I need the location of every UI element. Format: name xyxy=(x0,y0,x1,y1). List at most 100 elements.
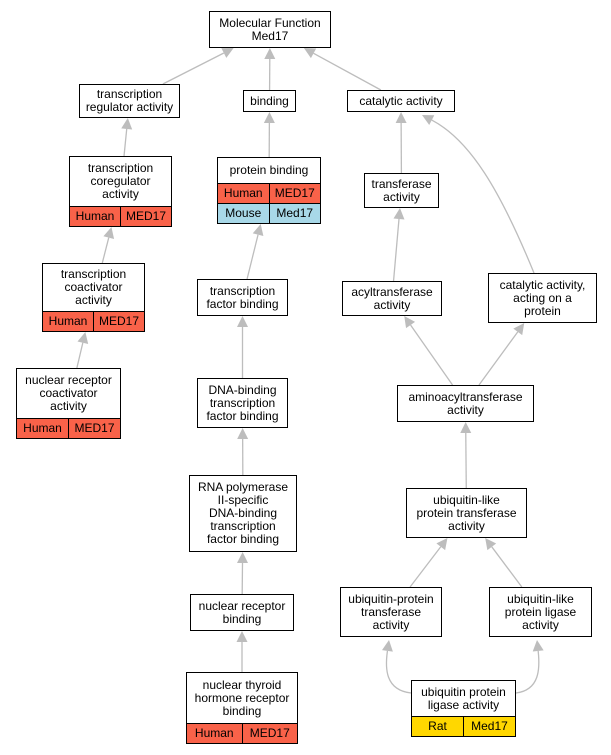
go-term-label-line: factor binding xyxy=(206,532,280,546)
go-term-label-line: protein transferase xyxy=(416,505,517,520)
go-term-label-line: acyltransferase xyxy=(351,284,433,299)
go-term-label-line: protein xyxy=(524,303,561,318)
go-term-label-line: coactivator xyxy=(64,280,123,294)
edge-ubiquitin-like-protein-ligase-activity-to-ubiquitin-like-protein-transferase-activity-arrowhead xyxy=(485,538,497,551)
edge-transferase-activity-to-catalytic-activity-arrowhead xyxy=(395,112,407,124)
go-term-label-line: transferase xyxy=(371,176,432,191)
go-term-label-line: DNA-binding xyxy=(208,382,277,397)
go-term-label-line: transcription xyxy=(210,519,276,533)
go-term-label-line: acting on a xyxy=(513,290,572,305)
species-label: Mouse xyxy=(225,206,262,220)
go-term-label-line: protein ligase xyxy=(504,604,577,619)
edge-aminoacyltransferase-activity-to-acyltransferase-activity xyxy=(410,324,454,386)
go-term-label-line: transcription xyxy=(209,395,276,410)
go-term-label-line: transcription xyxy=(209,283,276,298)
edge-aminoacyltransferase-activity-to-catalytic-activity-acting-on-a-protein-arrowhead xyxy=(513,323,525,336)
go-term-label-line: hormone receptor xyxy=(194,690,290,705)
edge-transcription-coregulator-activity-to-transcription-regulator-activity xyxy=(123,128,128,157)
go-term-label: catalytic activity xyxy=(348,91,454,111)
go-term-label-line: binding xyxy=(222,611,262,626)
go-term-label-line: activity xyxy=(102,187,139,201)
go-term-label-line: catalytic activity, xyxy=(499,277,586,292)
edge-aminoacyltransferase-activity-to-acyltransferase-activity-arrowhead xyxy=(404,316,416,329)
annotation-row-human: Human MED17 xyxy=(43,311,144,331)
edge-nuclear-receptor-coactivator-activity-to-transcription-coactivator-activity xyxy=(76,342,84,369)
go-term-label-line: DNA-binding xyxy=(208,506,278,520)
annotation-row-human: Human MED17 xyxy=(17,418,120,438)
edge-transcription-coactivator-activity-to-transcription-coregulator-activity-arrowhead xyxy=(103,227,115,240)
go-term-label-line: activity xyxy=(372,617,410,632)
go-term-catalytic-activity[interactable]: catalytic activity xyxy=(347,90,455,112)
go-term-label: binding xyxy=(244,91,295,111)
gene-symbol: MED17 xyxy=(68,419,120,438)
edge-catalytic-activity-acting-on-a-protein-to-catalytic-activity-arrowhead xyxy=(422,115,435,125)
go-term-label-line: binding xyxy=(222,703,262,718)
edge-acyltransferase-activity-to-transferase-activity-arrowhead xyxy=(393,208,405,220)
edge-ubiquitin-protein-ligase-activity-to-ubiquitin-like-protein-ligase-activity-arrowhead xyxy=(532,640,544,652)
edge-transcription-factor-binding-to-protein-binding xyxy=(246,234,259,280)
edge-nuclear-thyroid-hormone-receptor-binding-to-nuclear-receptor-binding-arrowhead xyxy=(236,631,248,642)
edge-acyltransferase-activity-to-transferase-activity xyxy=(392,218,400,282)
go-term-binding[interactable]: binding xyxy=(243,90,296,112)
go-term-label-line: transcription xyxy=(87,161,154,175)
edge-transcription-coactivator-activity-to-transcription-coregulator-activity xyxy=(101,237,110,264)
go-term-label-line: activity xyxy=(448,518,485,533)
edge-protein-binding-to-binding-arrowhead xyxy=(263,112,275,124)
go-term-label-line: activity xyxy=(522,617,559,632)
edge-ubiquitin-protein-ligase-activity-to-ubiquitin-like-protein-ligase-activity xyxy=(515,650,540,694)
gene-symbol: MED17 xyxy=(241,724,298,743)
edge-ubiquitin-protein-transferase-activity-to-ubiquitin-like-protein-transferase-activity xyxy=(409,546,442,588)
gene-symbol: Med17 xyxy=(268,204,321,223)
go-term-label-line: nuclear thyroid xyxy=(202,677,282,692)
edge-transcription-regulator-activity-to-molecular-function xyxy=(162,52,225,85)
gene-symbol: MED17 xyxy=(268,184,321,203)
go-term-label-line: II-specific xyxy=(217,493,269,507)
go-term-label-line: transcription xyxy=(60,267,127,281)
go-term-label-line: aminoacyltransferase xyxy=(408,389,523,404)
edge-ubiquitin-like-protein-ligase-activity-to-ubiquitin-like-protein-transferase-activity xyxy=(491,546,523,588)
species-label: Human xyxy=(223,186,263,200)
go-term-label-line: factor binding xyxy=(206,408,279,423)
gene-symbol: MED17 xyxy=(93,312,144,331)
go-term-label-line: regulator activity xyxy=(85,100,174,114)
go-term-label: protein binding xyxy=(218,158,320,183)
go-term-label-line: binding xyxy=(250,93,289,108)
edge-rna-polymerase-ii-specific-dna-binding-transcription-factor-binding-to-dna-binding-transcription-factor-binding-arrowhead xyxy=(237,428,249,440)
species-label: Human xyxy=(48,314,88,328)
edge-nuclear-receptor-coactivator-activity-to-transcription-coactivator-activity-arrowhead xyxy=(77,332,89,344)
annotation-row-human: Human MED17 xyxy=(218,183,320,203)
species-label: Rat xyxy=(428,719,447,733)
species-label: Human xyxy=(23,421,62,435)
